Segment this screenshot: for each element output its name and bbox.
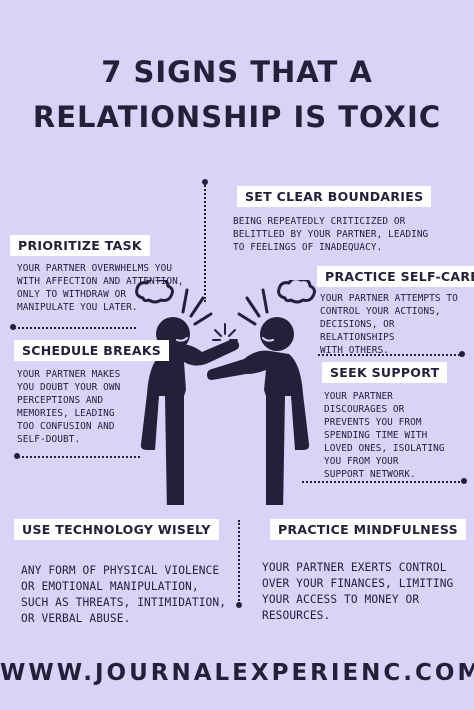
text-line: PREVENTS YOU FROM xyxy=(324,417,422,428)
text-line: YOUR PARTNER OVERWHELMS YOU xyxy=(17,263,173,274)
text-line: SUCH AS THREATS, INTIMIDATION, xyxy=(21,596,227,609)
text-line: YOU DOUBT YOUR OWN xyxy=(17,382,121,393)
text-schedule-breaks: YOUR PARTNER MAKES YOU DOUBT YOUR OWN PE… xyxy=(17,368,120,446)
connector-line xyxy=(302,481,464,483)
title-line-2: RELATIONSHIP IS TOXIC xyxy=(32,100,442,134)
text-prioritize-task: YOUR PARTNER OVERWHELMS YOU WITH AFFECTI… xyxy=(17,262,184,314)
footer-website-url: WWW.JOURNALEXPERIENC.COM xyxy=(0,660,474,686)
connector-line xyxy=(204,182,206,302)
text-line: WITH AFFECTION AND ATTENTION, xyxy=(17,276,184,287)
heading-prioritize-task: PRIORITIZE TASK xyxy=(10,235,150,256)
text-line: YOU FROM YOUR xyxy=(324,456,399,467)
text-line: PERCEPTIONS AND xyxy=(17,395,104,406)
connector-dot xyxy=(202,179,208,185)
connector-line xyxy=(318,354,460,356)
text-line: YOUR PARTNER EXERTS CONTROL xyxy=(262,561,447,574)
text-line: ANY FORM OF PHYSICAL VIOLENCE xyxy=(21,564,220,577)
text-line: DISCOURAGES OR xyxy=(324,404,405,415)
connector-line xyxy=(18,456,140,458)
connector-dot xyxy=(236,602,242,608)
heading-set-clear-boundaries: SET CLEAR BOUNDARIES xyxy=(237,186,432,207)
text-line: MANIPULATE YOU LATER. xyxy=(17,302,138,313)
text-line: WITH OTHERS. xyxy=(320,345,389,356)
text-line: OVER YOUR FINANCES, LIMITING xyxy=(262,577,454,590)
heading-practice-mindfulness: PRACTICE MINDFULNESS xyxy=(270,519,466,540)
text-line: YOUR PARTNER xyxy=(324,391,393,402)
two-arguing-figures-icon xyxy=(135,280,316,505)
text-line: TO FEELINGS OF INADEQUACY. xyxy=(233,242,383,253)
text-line: RESOURCES. xyxy=(262,609,331,622)
heading-use-technology-wisely: USE TECHNOLOGY WISELY xyxy=(14,519,219,540)
text-line: CONTROL YOUR ACTIONS, xyxy=(320,306,441,317)
text-line: ONLY TO WITHDRAW OR xyxy=(17,289,127,300)
connector-dot xyxy=(461,478,467,484)
heading-practice-self-care: PRACTICE SELF-CARE xyxy=(317,266,474,287)
connector-dot xyxy=(14,453,20,459)
text-practice-mindfulness: YOUR PARTNER EXERTS CONTROL OVER YOUR FI… xyxy=(262,560,453,624)
text-practice-self-care: YOUR PARTNER ATTEMPTS TO CONTROL YOUR AC… xyxy=(320,292,474,357)
connector-line xyxy=(14,327,136,329)
connector-dot xyxy=(459,351,465,357)
text-line: SUPPORT NETWORK. xyxy=(324,469,416,480)
text-line: DECISIONS, OR RELATIONSHIPS xyxy=(320,319,395,343)
heading-schedule-breaks: SCHEDULE BREAKS xyxy=(14,340,170,361)
text-line: TOO CONFUSION AND xyxy=(17,421,115,432)
text-line: OR VERBAL ABUSE. xyxy=(21,612,131,625)
heading-seek-support: SEEK SUPPORT xyxy=(322,362,448,383)
text-line: MEMORIES, LEADING xyxy=(17,408,115,419)
text-line: YOUR PARTNER MAKES xyxy=(17,369,121,380)
text-line: BELITTLED BY YOUR PARTNER, LEADING xyxy=(233,229,429,240)
text-set-clear-boundaries: BEING REPEATEDLY CRITICIZED OR BELITTLED… xyxy=(233,215,428,254)
text-line: SELF-DOUBT. xyxy=(17,434,81,445)
text-line: OR EMOTIONAL MANIPULATION, xyxy=(21,580,199,593)
title-line-1: 7 SIGNS THAT A xyxy=(101,55,373,89)
text-line: SPENDING TIME WITH xyxy=(324,430,428,441)
text-line: YOUR PARTNER ATTEMPTS TO xyxy=(320,293,458,304)
text-line: BEING REPEATEDLY CRITICIZED OR xyxy=(233,216,406,227)
text-line: YOUR ACCESS TO MONEY OR xyxy=(262,593,420,606)
connector-line xyxy=(238,520,240,604)
connector-dot xyxy=(10,324,16,330)
text-line: LOVED ONES, ISOLATING xyxy=(324,443,445,454)
text-use-technology-wisely: ANY FORM OF PHYSICAL VIOLENCE OR EMOTION… xyxy=(21,563,226,627)
text-seek-support: YOUR PARTNER DISCOURAGES OR PREVENTS YOU… xyxy=(324,390,445,481)
